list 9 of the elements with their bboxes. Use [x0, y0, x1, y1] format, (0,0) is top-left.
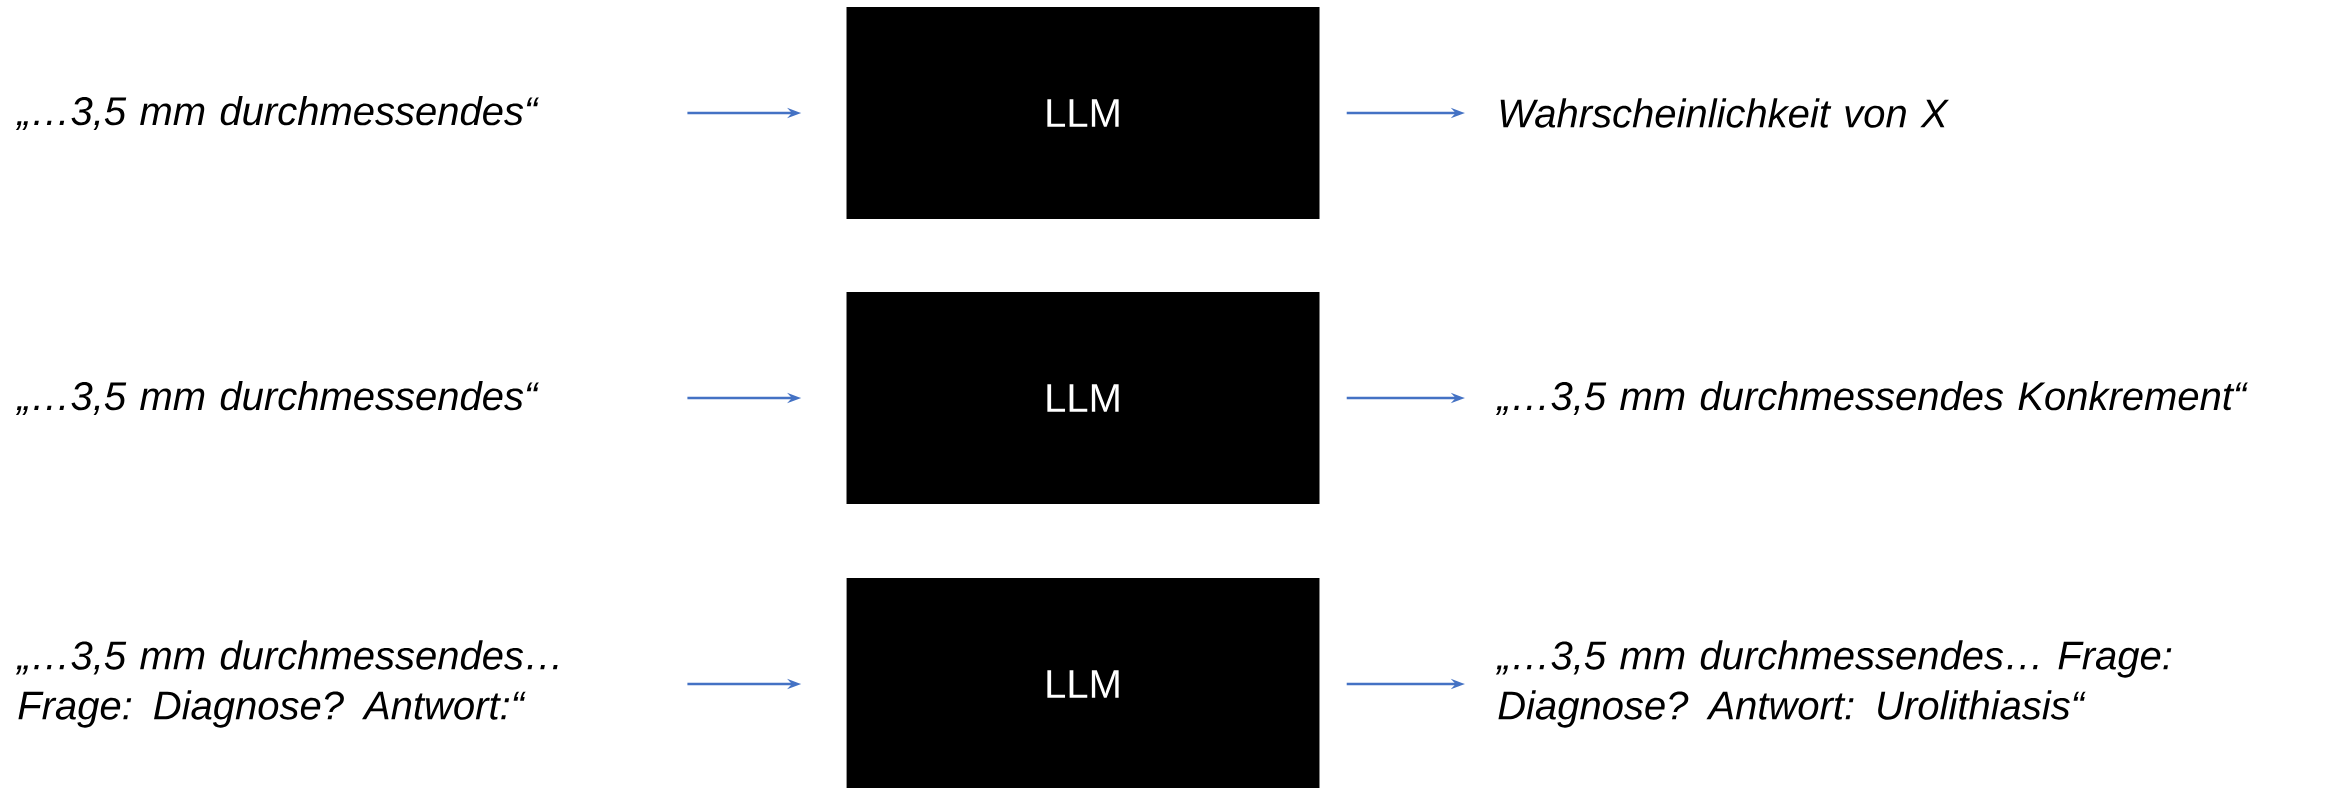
model-box: LLM — [846, 7, 1320, 219]
output-text: „…3,5 mm durchmessendes Konkrement“ — [1495, 380, 2248, 416]
model-box: LLM — [846, 292, 1320, 504]
output-text: Wahrscheinlichkeit von X — [1500, 98, 1949, 128]
input-text: „…3,5 mm durchmessendes“ — [15, 95, 539, 131]
input-text: „…3,5 mm durchmessendes“ — [15, 380, 539, 416]
output-text: „…3,5 mm durchmessendes… Frage: Diagnose? Antwort: Urolithiasis“ — [1495, 640, 2172, 728]
model-box: LLM — [846, 578, 1320, 788]
input-text: „…3,5 mm durchmessendes… Frage: Diagnose? Antwort:“ — [15, 640, 558, 728]
